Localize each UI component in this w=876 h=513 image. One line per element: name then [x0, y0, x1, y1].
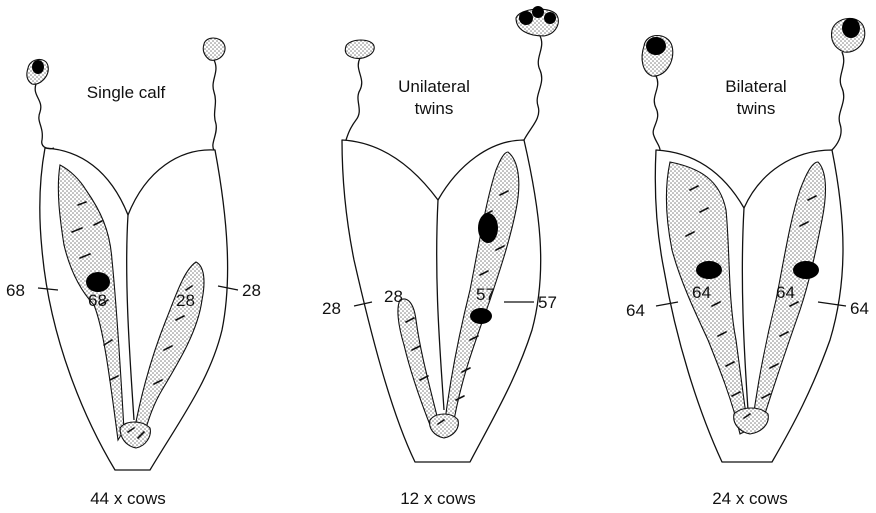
panel-footer: 12 x cows: [400, 489, 476, 508]
panel-bilateral-twins: Bilateral twins 64 64 64 64 24 x cows: [626, 18, 869, 508]
left-oviduct: [653, 76, 660, 150]
left-outer-value: 68: [6, 281, 25, 300]
corpus-luteum-icon: [519, 11, 533, 25]
embryo-icon: [696, 261, 722, 279]
panel-title: Bilateral: [725, 77, 786, 96]
uterine-horn-septum: [437, 200, 444, 410]
left-oviduct: [35, 84, 54, 149]
right-inner-value: 28: [176, 291, 195, 310]
panel-unilateral-twins: Unilateral twins 28 28 57 57 12 x cows: [322, 6, 558, 508]
left-inner-value: 64: [692, 283, 711, 302]
right-ovary-icon: [203, 38, 225, 60]
embryo-icon: [478, 213, 498, 243]
cervix-lumen: [430, 414, 459, 438]
right-inner-value: 64: [776, 283, 795, 302]
embryo-icon: [793, 261, 819, 279]
right-outer-value: 64: [850, 299, 869, 318]
panel-footer: 44 x cows: [90, 489, 166, 508]
left-inner-value: 28: [384, 287, 403, 306]
left-horn-lumen: [398, 299, 438, 430]
panel-title-line-2: twins: [737, 99, 776, 118]
right-leader-line: [818, 302, 846, 306]
left-leader-line: [38, 288, 58, 290]
embryo-icon: [470, 308, 492, 324]
corpus-luteum-icon: [532, 6, 544, 18]
left-outer-value: 64: [626, 301, 645, 320]
right-outer-value: 57: [538, 293, 557, 312]
right-oviduct: [524, 36, 542, 140]
left-leader-line: [354, 302, 372, 306]
panel-title: Unilateral: [398, 77, 470, 96]
panel-title: Single calf: [87, 83, 166, 102]
right-horn-lumen: [134, 262, 204, 440]
right-leader-line: [218, 286, 238, 290]
corpus-luteum-icon: [32, 60, 44, 74]
panel-single-calf: Single calf 68 68 28 28 44 x cows: [6, 38, 261, 508]
corpus-luteum-icon: [544, 12, 556, 24]
panel-title-line-2: twins: [415, 99, 454, 118]
panel-footer: 24 x cows: [712, 489, 788, 508]
cervix-lumen: [120, 422, 150, 448]
left-outer-value: 28: [322, 299, 341, 318]
right-oviduct: [213, 60, 216, 150]
right-inner-value: 57: [476, 285, 495, 304]
left-oviduct: [346, 58, 362, 140]
right-oviduct: [832, 52, 844, 150]
uterine-horn-septum: [742, 208, 748, 410]
corpus-luteum-icon: [842, 18, 860, 38]
left-inner-value: 68: [88, 291, 107, 310]
corpus-luteum-icon: [646, 37, 666, 55]
left-leader-line: [656, 302, 678, 306]
left-ovary-icon: [345, 40, 374, 58]
embryo-icon: [86, 272, 110, 292]
right-outer-value: 28: [242, 281, 261, 300]
uterine-horn-septum: [127, 215, 134, 420]
